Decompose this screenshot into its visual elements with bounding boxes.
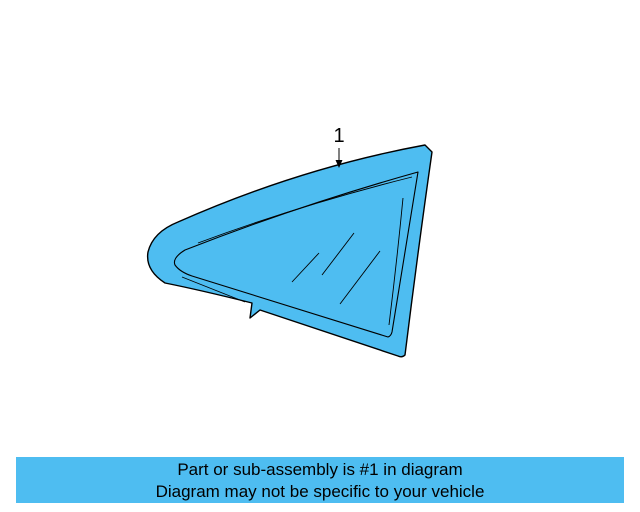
lower-molding-line [181, 276, 246, 303]
callout-arrowhead [335, 160, 343, 168]
quarter-glass-part[interactable] [146, 144, 433, 358]
upper-molding-line [197, 176, 413, 244]
info-banner: Part or sub-assembly is #1 in diagram Di… [16, 457, 624, 503]
reflection-line-3 [339, 250, 381, 305]
reflection-line-1 [291, 252, 320, 283]
banner-line-part-number: Part or sub-assembly is #1 in diagram [177, 460, 463, 479]
right-molding-line [388, 197, 404, 326]
callout-number-label[interactable]: 1 [333, 125, 345, 147]
inner-glass-edge [173, 171, 419, 338]
reflection-line-2 [321, 232, 355, 276]
banner-line-disclaimer: Diagram may not be specific to your vehi… [155, 482, 485, 501]
